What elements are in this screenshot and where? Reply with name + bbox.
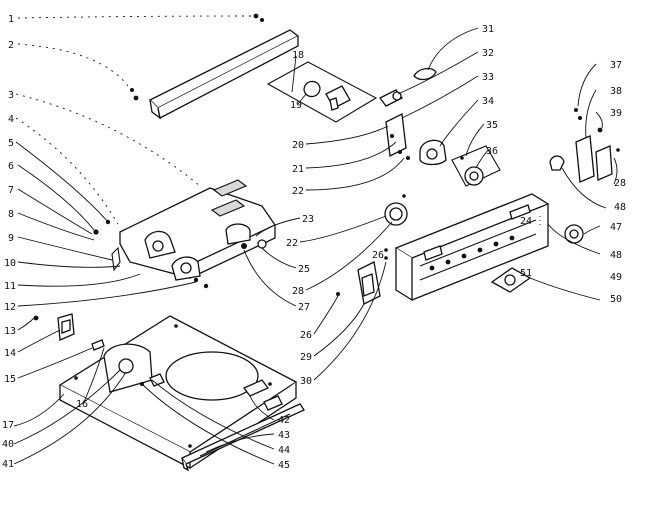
label-38: 38 [610, 86, 622, 97]
base-frame [58, 315, 298, 470]
label-5: 5 [8, 138, 14, 149]
label-22b: 22 [286, 238, 298, 249]
label-36: 36 [486, 146, 498, 157]
console-housing [93, 179, 276, 289]
label-42: 42 [278, 415, 290, 426]
label-26b: 26 [372, 250, 384, 261]
label-15: 15 [4, 374, 16, 385]
label-10: 10 [4, 258, 16, 269]
label-23: 23 [302, 214, 314, 225]
label-28a: 28 [292, 286, 304, 297]
label-50: 50 [610, 294, 622, 305]
label-19: 19 [290, 100, 302, 111]
knob-36 [451, 145, 501, 187]
label-25: 25 [298, 264, 310, 275]
bracket-29 [336, 248, 388, 305]
label-32: 32 [482, 48, 494, 59]
label-43: 43 [278, 430, 290, 441]
label-48b: 48 [610, 250, 622, 261]
label-47: 47 [610, 222, 622, 233]
clip-51 [490, 267, 532, 293]
leader-lines [13, 15, 618, 465]
label-8: 8 [8, 209, 14, 220]
label-11: 11 [4, 281, 16, 292]
timer-28 [384, 194, 408, 226]
label-2: 2 [8, 40, 14, 51]
label-1: 1 [8, 14, 14, 25]
bracket-14 [33, 313, 75, 341]
bracket-38 [549, 108, 620, 183]
label-16: 16 [76, 399, 88, 410]
label-24: 24 [520, 216, 532, 227]
label-28b: 28 [614, 178, 626, 189]
label-27: 27 [298, 302, 310, 313]
label-51: 51 [520, 268, 532, 279]
label-41: 41 [2, 459, 14, 470]
label-37: 37 [610, 60, 622, 71]
label-29: 29 [300, 352, 312, 363]
label-22a: 22 [292, 186, 304, 197]
label-31: 31 [482, 24, 494, 35]
label-26a: 26 [300, 330, 312, 341]
bracket-21 [379, 67, 437, 157]
top-rail [130, 13, 300, 120]
part-number-labels: 1 2 3 4 5 6 7 8 9 10 11 12 13 14 15 16 1… [2, 14, 626, 471]
label-30: 30 [300, 376, 312, 387]
label-7: 7 [8, 185, 14, 196]
label-6: 6 [8, 161, 14, 172]
label-13: 13 [4, 326, 16, 337]
label-40: 40 [2, 439, 14, 450]
label-49: 49 [610, 272, 622, 283]
label-45: 45 [278, 460, 290, 471]
switch-assembly-18 [266, 61, 378, 123]
label-35: 35 [486, 120, 498, 131]
label-18: 18 [292, 50, 304, 61]
label-39: 39 [610, 108, 622, 119]
label-17: 17 [2, 420, 14, 431]
label-33: 33 [482, 72, 494, 83]
label-14: 14 [4, 348, 16, 359]
label-34: 34 [482, 96, 494, 107]
label-48a: 48 [614, 202, 626, 213]
label-3: 3 [8, 90, 14, 101]
label-44: 44 [278, 445, 290, 456]
switch-34 [406, 139, 447, 166]
label-4: 4 [8, 114, 14, 125]
label-9: 9 [8, 233, 14, 244]
label-12: 12 [4, 302, 16, 313]
control-panel-24 [394, 193, 550, 302]
label-21: 21 [292, 164, 304, 175]
label-20: 20 [292, 140, 304, 151]
